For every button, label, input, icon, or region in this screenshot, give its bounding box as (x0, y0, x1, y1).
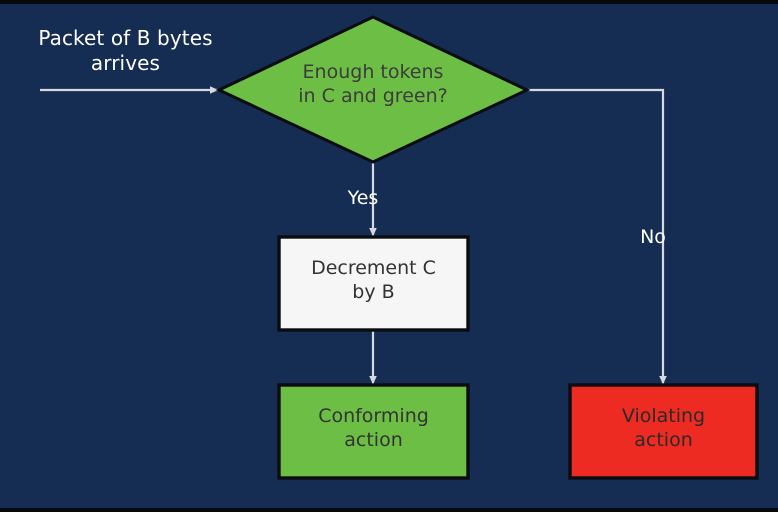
edge-no-arrow (527, 88, 667, 385)
node-shape-layer (215, 15, 759, 480)
connector-layer (40, 86, 667, 385)
violating-box-shape[interactable] (568, 383, 759, 480)
process-box-shape[interactable] (277, 235, 470, 332)
decision-diamond-shape[interactable] (215, 15, 531, 164)
conforming-box-shape[interactable] (277, 383, 470, 480)
